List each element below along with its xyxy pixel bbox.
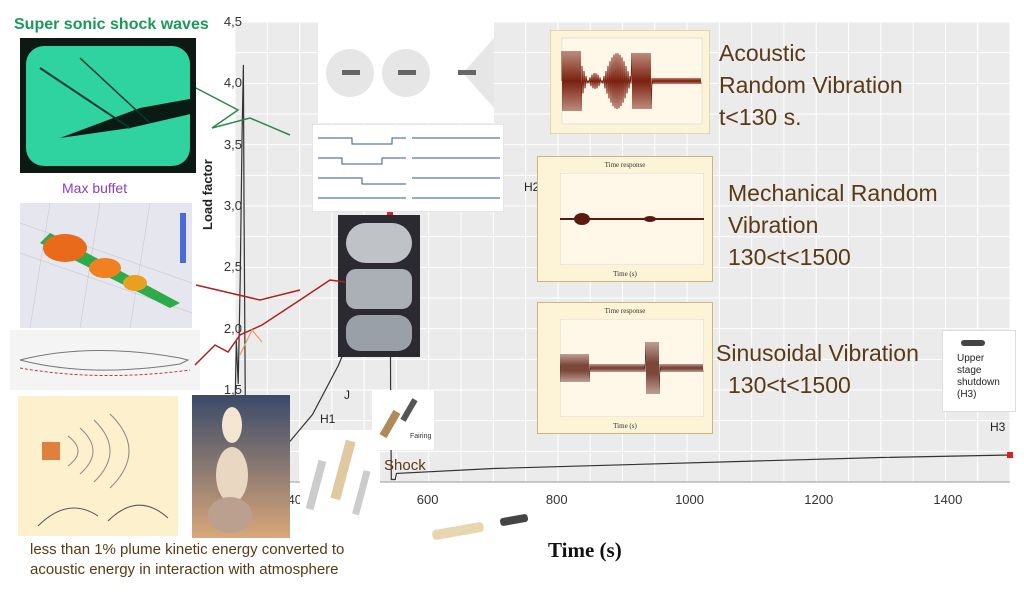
x-tick-label: 600 [416, 492, 439, 507]
sinusoidal-panel-title: Time response [604, 307, 646, 315]
x-tick-label: 800 [545, 492, 568, 507]
launch-photo [192, 395, 290, 538]
y-tick-label: 4,0 [223, 75, 242, 91]
point-label-h2: H2 [524, 180, 540, 194]
mach-diagram [318, 18, 494, 123]
plume-energy-note: less than 1% plume kinetic energy conver… [30, 540, 344, 580]
y-axis-label: Load factor [200, 159, 215, 230]
upper-stage-text: Upper stage shutdown (H3) [957, 353, 1000, 401]
sinusoidal-response-panel: Time response Time (s) [537, 302, 713, 434]
x-tick-label: 1200 [804, 492, 834, 507]
upper-stage-line2: stage [957, 365, 982, 376]
y-tick-label: 4,5 [223, 14, 242, 29]
buffet-cfd-image [20, 203, 192, 328]
mechanical-response-panel: Time response Time (s) [537, 156, 713, 282]
x-tick-label: 1400 [933, 492, 963, 507]
shock-wave-image [20, 38, 196, 173]
max-buffet-title: Max buffet [62, 180, 128, 196]
y-tick-label: 1,5 [223, 382, 242, 397]
upper-stage-sketch [432, 514, 529, 540]
acoustic-label-line2: Random Vibration [719, 72, 903, 98]
upper-stage-line4: (H3) [957, 389, 977, 400]
shock-label: Shock [384, 457, 426, 474]
mechanical-label-line3: 130<t<1500 [728, 244, 851, 270]
mechanical-waveform [560, 173, 704, 265]
y-tick-label: 2,5 [223, 259, 242, 275]
note-line1: less than 1% plume kinetic energy conver… [30, 541, 345, 558]
stage-separation-sketch [300, 430, 380, 530]
point-marker-h2 [387, 209, 393, 216]
point-label-h1: H1 [320, 412, 336, 426]
launcher-sketch-image [10, 330, 200, 390]
acoustic-label-line3: t<130 s. [719, 104, 802, 130]
sinusoidal-label-line2: 130<t<1500 [728, 372, 851, 398]
y-tick-label: 3,5 [223, 136, 242, 152]
mechanical-label-line2: Vibration [728, 212, 819, 238]
point-label-j: J [344, 388, 350, 402]
rocket-cfd-image [338, 215, 420, 357]
fairing-image [372, 390, 434, 450]
note-line2: acoustic energy in interaction with atmo… [30, 561, 339, 578]
point-label-h3: H3 [990, 420, 1006, 434]
upper-stage-line1: Upper [957, 353, 985, 364]
sinusoidal-panel-xlabel: Time (s) [613, 422, 637, 430]
upper-stage-icon [961, 340, 985, 346]
sinusoidal-waveform [560, 319, 704, 417]
fairing-label: Fairing [410, 433, 432, 440]
engine-noise-diagram [18, 396, 178, 536]
x-tick-label: 1000 [675, 492, 704, 507]
y-tick-label: 2,0 [223, 320, 242, 336]
x-axis-label: Time (s) [548, 538, 622, 562]
acoustic-response-panel [550, 30, 710, 134]
upper-stage-line3: shutdown [957, 377, 1000, 388]
upper-stage-box: Upper stage shutdown (H3) [942, 330, 1016, 412]
acoustic-label-line1: Acoustic [719, 40, 806, 66]
mechanical-panel-xlabel: Time (s) [613, 270, 637, 278]
signal-panels [312, 124, 504, 212]
super-sonic-title: Super sonic shock waves [14, 16, 209, 33]
mechanical-panel-title: Time response [604, 161, 646, 169]
point-marker-h3 [1007, 452, 1013, 459]
y-tick-label: 3,0 [223, 198, 242, 213]
sinusoidal-label-line1: Sinusoidal Vibration [716, 340, 919, 366]
mechanical-label-line1: Mechanical Random [728, 180, 938, 206]
